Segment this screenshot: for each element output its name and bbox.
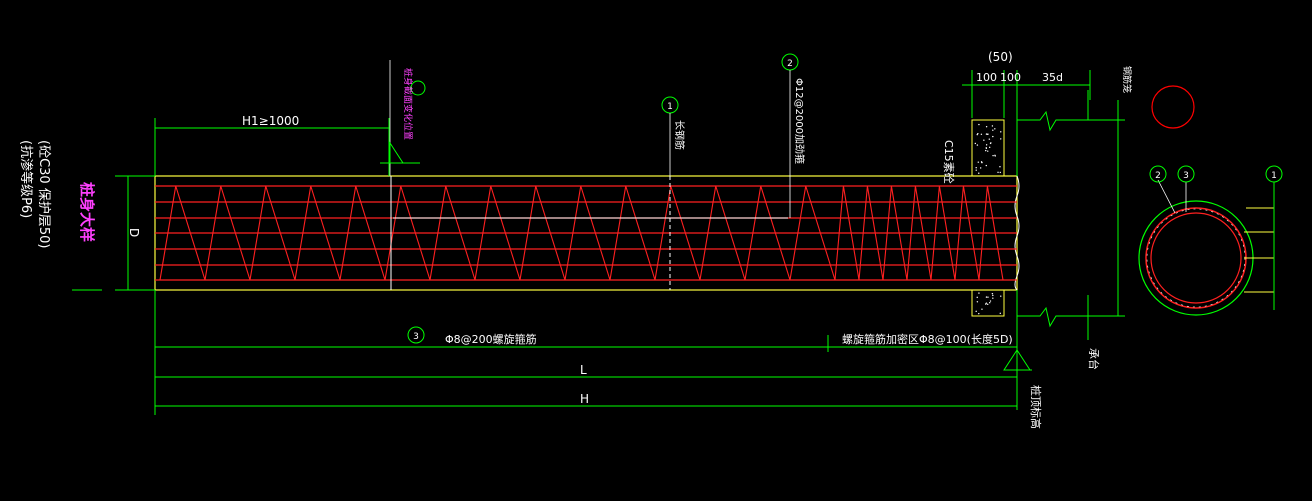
concrete-speckle bbox=[989, 300, 992, 302]
title-concrete: (砼C30 保护层50) bbox=[36, 140, 51, 248]
cross-section bbox=[1138, 165, 1283, 316]
concrete-speckle bbox=[985, 147, 987, 149]
cap-detail bbox=[971, 85, 1125, 350]
concrete-speckle bbox=[999, 166, 1001, 168]
dim-d-label: D bbox=[127, 228, 141, 237]
concrete-speckle bbox=[977, 132, 979, 135]
dim-cap-top bbox=[962, 70, 1091, 118]
longitudinal-label: 长钢筋 bbox=[673, 120, 686, 150]
concrete-speckle bbox=[985, 125, 988, 128]
top-seat-label: 承台 bbox=[1087, 348, 1101, 370]
section-marker-2: 2 bbox=[1155, 171, 1161, 181]
concrete-speckle bbox=[1000, 138, 1002, 140]
marker-1-number: 1 bbox=[667, 102, 673, 112]
marker-3-number: 3 bbox=[413, 332, 419, 342]
concrete-speckle bbox=[990, 142, 992, 144]
concrete-speckle bbox=[980, 161, 983, 163]
title-main: 桩身大样 bbox=[78, 182, 96, 242]
concrete-speckle bbox=[991, 125, 994, 127]
pile-divisions bbox=[390, 176, 788, 290]
dim-50: (50) bbox=[988, 50, 1013, 64]
concrete-speckle bbox=[988, 146, 991, 149]
concrete-speckle bbox=[978, 292, 980, 294]
spiral-stirrup-path bbox=[159, 185, 1004, 281]
concrete-speckle bbox=[992, 154, 994, 157]
concrete-speckle bbox=[987, 296, 989, 298]
pile-top-label: 桩顶标高 bbox=[1029, 385, 1043, 429]
concrete-speckle bbox=[976, 301, 979, 303]
concrete-speckle bbox=[987, 150, 989, 152]
concrete-speckle bbox=[992, 294, 994, 297]
concrete-speckle bbox=[999, 171, 1001, 174]
dim-100a: 100 bbox=[976, 71, 997, 84]
concrete-speckle bbox=[992, 135, 994, 138]
concrete-speckle bbox=[976, 296, 978, 299]
concrete-speckle bbox=[975, 167, 977, 169]
spiral-dense-label: 螺旋箍筋加密区Φ8@100(长度5D) bbox=[842, 332, 1013, 346]
concrete-speckle bbox=[980, 133, 983, 136]
section-note: 钢筋笼 bbox=[1121, 66, 1133, 93]
concrete-speckle bbox=[976, 144, 979, 146]
marker-3-spiral bbox=[407, 326, 425, 344]
marker-1-longitudinal: 1 bbox=[661, 96, 679, 176]
section-marker-3: 3 bbox=[1183, 171, 1189, 181]
concrete-speckle bbox=[978, 123, 980, 126]
dim-h-label: H bbox=[580, 392, 589, 406]
concrete-speckle bbox=[991, 292, 994, 295]
marker-2-number: 2 bbox=[787, 59, 793, 69]
concrete-speckle bbox=[981, 308, 983, 310]
marker-2-stiffener: 2 bbox=[781, 53, 799, 218]
concrete-speckle bbox=[985, 296, 988, 298]
concrete-speckle bbox=[994, 154, 996, 156]
rebar-cage-symbol bbox=[1151, 85, 1195, 129]
title-block: 桩身大样 (砼C30 保护层50) (抗渗等级P6) bbox=[18, 140, 102, 291]
c15-label: C15素砼 bbox=[942, 140, 955, 184]
dim-bottom bbox=[154, 290, 1032, 415]
concrete-speckle bbox=[979, 167, 982, 169]
concrete-speckle bbox=[983, 139, 985, 141]
spiral-label: Φ8@200螺旋箍筋 bbox=[445, 332, 537, 346]
upper-note: 桩身截面变化位置 bbox=[402, 68, 414, 140]
concrete-speckle bbox=[974, 142, 977, 145]
concrete-speckle bbox=[988, 138, 991, 140]
concrete-speckle bbox=[988, 302, 991, 304]
upper-note-marker bbox=[380, 60, 426, 176]
title-impermeability: (抗渗等级P6) bbox=[18, 140, 34, 218]
concrete-speckle bbox=[992, 297, 994, 299]
dim-100b: 100 bbox=[1000, 71, 1021, 84]
concrete-speckle bbox=[985, 164, 987, 167]
dim-h1 bbox=[154, 118, 390, 176]
longitudinal-rebars bbox=[155, 185, 1017, 281]
section-marker-1: 1 bbox=[1271, 171, 1277, 181]
concrete-speckle bbox=[985, 303, 987, 305]
concrete-speckle bbox=[992, 129, 994, 131]
dim-h1-label: H1≥1000 bbox=[242, 114, 299, 128]
concrete-speckle bbox=[985, 144, 988, 146]
dim-d bbox=[115, 175, 155, 291]
concrete-speckle bbox=[975, 169, 977, 171]
concrete-speckle bbox=[994, 128, 996, 130]
stiffener-label: Φ12@2000加劲箍 bbox=[793, 78, 806, 164]
concrete-speckle bbox=[999, 312, 1001, 315]
concrete-speckle bbox=[978, 172, 980, 174]
concrete-speckle bbox=[978, 312, 980, 315]
concrete-speckle bbox=[1000, 295, 1002, 297]
concrete-speckle bbox=[976, 133, 978, 136]
spiral-stirrup bbox=[159, 185, 1004, 281]
concrete-speckle bbox=[986, 133, 988, 135]
dim-l-label: L bbox=[580, 363, 587, 377]
concrete-speckle bbox=[987, 303, 989, 306]
concrete-speckle bbox=[985, 149, 987, 152]
concrete-speckle bbox=[977, 161, 980, 163]
concrete-speckle bbox=[1000, 131, 1002, 133]
concrete-speckle bbox=[997, 171, 999, 174]
dim-35d: 35d bbox=[1042, 71, 1063, 84]
concrete-speckle bbox=[975, 310, 977, 313]
